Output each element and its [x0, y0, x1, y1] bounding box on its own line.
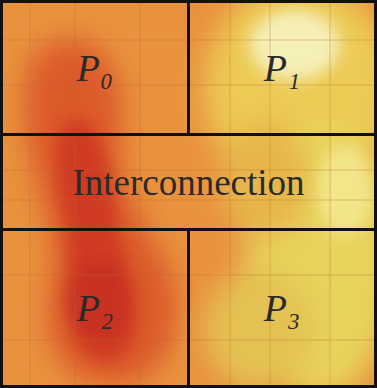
processor-label: P₃ — [264, 289, 300, 327]
processor-block: P₃ — [187, 228, 377, 388]
processor-label: P₁ — [264, 49, 300, 87]
interconnection-band: Interconnection — [0, 133, 377, 231]
processor-block: P₀ — [0, 0, 190, 136]
heat-regions — [24, 0, 377, 388]
processor-label: P₀ — [77, 49, 113, 87]
processor-label: P₂ — [77, 289, 113, 327]
band-label: Interconnection — [72, 164, 304, 201]
heat-hot-core — [56, 10, 373, 361]
processor-block: P₁ — [187, 0, 377, 136]
processor-block: P₂ — [0, 228, 190, 388]
